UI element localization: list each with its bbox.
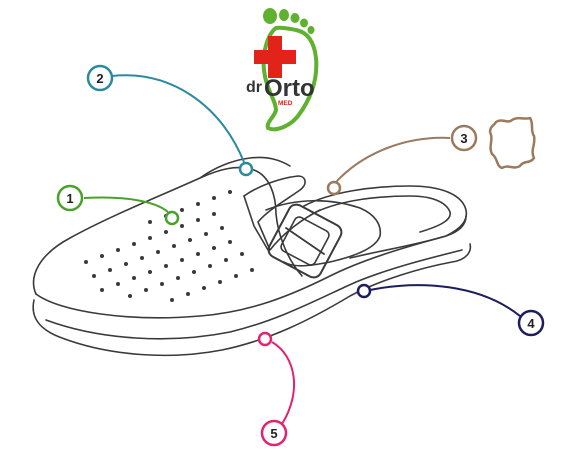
- callout-5: 5: [257, 331, 295, 447]
- callout-1: 1: [56, 184, 180, 226]
- buckle-inner: [280, 216, 330, 266]
- logo-toe: [279, 9, 289, 21]
- buckle-pin: [285, 227, 325, 255]
- drorto-logo: dr Orto MED: [246, 8, 319, 132]
- callout-2-leader: [111, 74, 245, 163]
- callout-5-badge: [260, 419, 288, 447]
- logo-text-orto: Orto: [264, 75, 315, 102]
- medical-cross-icon: [254, 36, 296, 78]
- callout-4-anchor: [356, 283, 372, 299]
- upper-outline: [32, 166, 303, 295]
- callout-3-badge: [450, 124, 478, 152]
- outsole-outline: [32, 243, 472, 357]
- callout-3-leader: [335, 136, 451, 183]
- leather-hide-icon: [488, 116, 536, 170]
- logo-toe: [307, 26, 315, 34]
- outsole-edge: [45, 249, 463, 340]
- logo-toe: [263, 8, 277, 24]
- upper-opening-edge: [199, 156, 291, 179]
- callout-4-number: 4: [527, 316, 535, 331]
- callout-5-anchor: [257, 331, 273, 347]
- callout-2-anchor: [238, 161, 254, 177]
- clog-shoe: [32, 156, 472, 357]
- callout-1-anchor: [164, 210, 180, 226]
- callout-3-anchor: [326, 180, 342, 196]
- logo-toe: [300, 18, 308, 28]
- callout-3-number: 3: [460, 131, 467, 146]
- callout-5-number: 5: [270, 426, 277, 441]
- callout-1-badge: [56, 184, 84, 212]
- cross-strap: [265, 199, 382, 267]
- callout-1-number: 1: [66, 191, 73, 206]
- callout-4-leader: [369, 284, 521, 317]
- callout-4-badge: [517, 309, 545, 337]
- buckle-frame: [267, 203, 343, 279]
- heel-strap-inner: [243, 195, 269, 251]
- callout-2-number: 2: [96, 71, 103, 86]
- callout-2: 2: [86, 64, 254, 177]
- callout-3: 3: [326, 116, 536, 196]
- logo-text-dr: dr: [246, 79, 262, 96]
- callout-1-leader: [83, 196, 169, 213]
- logo-text-med: MED: [278, 100, 293, 107]
- heel-strap: [243, 175, 321, 251]
- insole-opening: [303, 185, 468, 259]
- insole-inner: [315, 195, 451, 233]
- callout-4: 4: [356, 283, 545, 337]
- callout-5-leader: [271, 341, 295, 425]
- perforation-holes: [84, 190, 254, 302]
- callout-2-badge: [86, 64, 114, 92]
- logo-foot-outline: [261, 25, 319, 132]
- logo-toe: [290, 13, 300, 23]
